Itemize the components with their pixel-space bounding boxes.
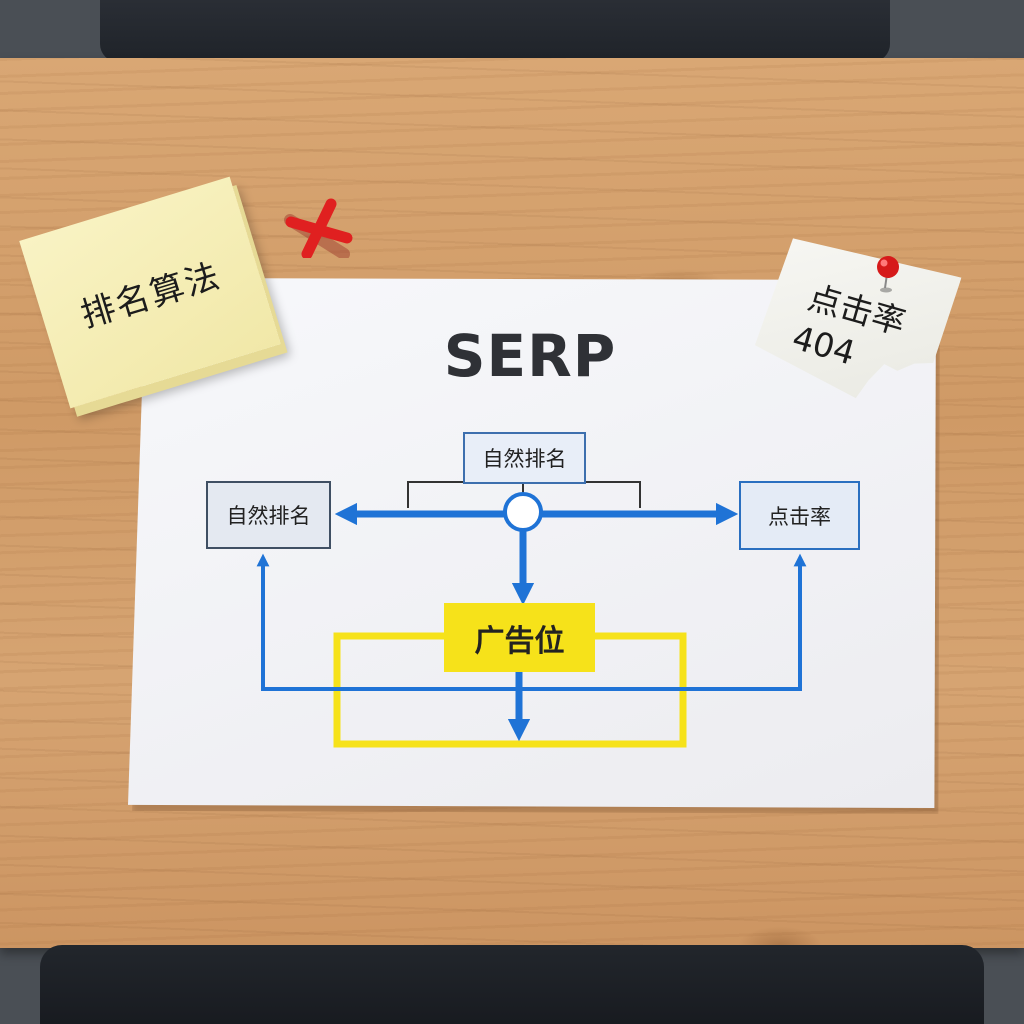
loop-right — [522, 553, 807, 691]
diagram-title: SERP — [443, 322, 617, 390]
box-left: 自然排名 — [206, 481, 331, 549]
chair-back-top — [100, 0, 890, 62]
loop-left — [256, 553, 522, 691]
sticky-note-text: 排名算法 — [76, 255, 226, 337]
chair-back-bottom — [40, 945, 984, 1024]
box-ad: 广告位 — [444, 603, 595, 672]
hub-circle — [503, 492, 543, 532]
red-x-mark-icon — [284, 198, 353, 258]
push-pin-icon — [877, 256, 899, 293]
box-right: 点击率 — [739, 481, 860, 550]
box-top: 自然排名 — [463, 432, 586, 484]
